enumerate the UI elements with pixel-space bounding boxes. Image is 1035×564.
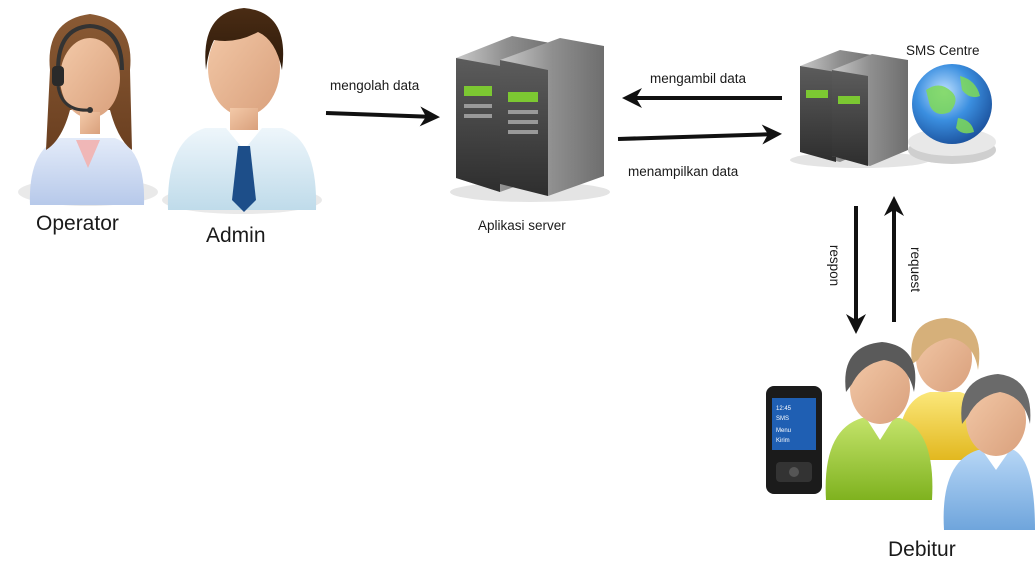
app-server-label: Aplikasi server [478, 218, 566, 233]
operator-label: Operator [36, 212, 119, 235]
phone-screen-text: 12:45 SMS Menu Kirim [776, 406, 792, 444]
debitur-group-figure [766, 318, 1035, 530]
flow-process-label: mengolah data [330, 78, 420, 93]
phone-line-4: Kirim [776, 438, 790, 444]
debitur-label: Debitur [888, 538, 956, 561]
phone-line-3: Menu [776, 428, 791, 434]
phone-line-2: SMS [776, 416, 789, 422]
phone-line-1: 12:45 [776, 406, 792, 412]
arrow-process [325, 106, 440, 127]
flow-request-label: request [908, 246, 924, 293]
arrow-display [617, 124, 782, 145]
mobile-phone-icon [766, 386, 822, 494]
sms-centre-label: SMS Centre [906, 43, 980, 58]
flow-response-label: respon [827, 244, 843, 287]
flow-display-label: menampilkan data [628, 164, 739, 179]
flow-fetch-label: mengambil data [650, 71, 747, 86]
admin-label: Admin [206, 224, 266, 247]
sms-centre-figure [790, 50, 996, 168]
admin-figure [162, 8, 322, 214]
operator-figure [18, 14, 158, 206]
app-server-figure [450, 36, 610, 202]
